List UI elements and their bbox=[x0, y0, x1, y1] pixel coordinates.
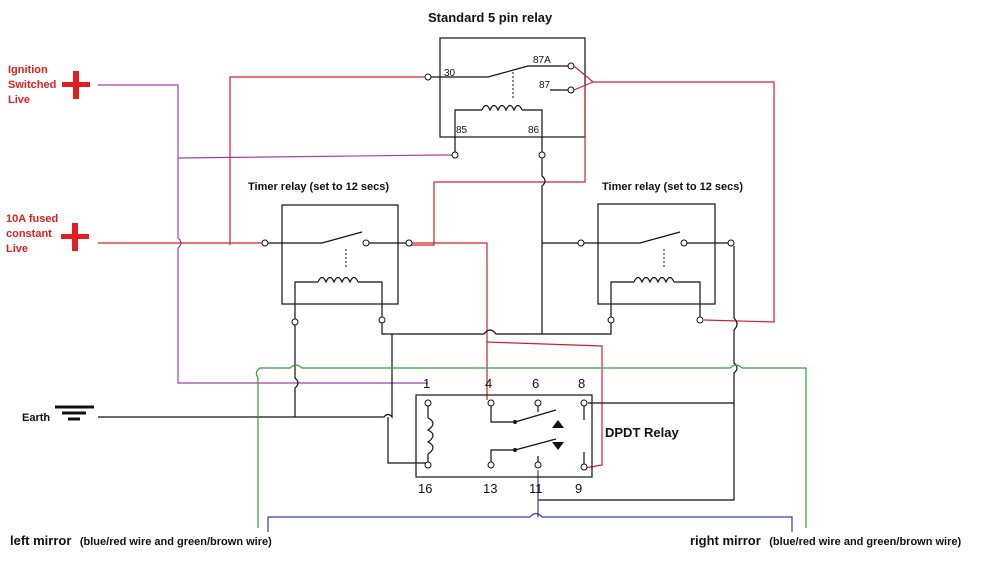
dpdt-pin-11: 11 bbox=[529, 481, 543, 496]
terminal-87 bbox=[567, 86, 575, 94]
left-mirror-wires: (blue/red wire and green/brown wire) bbox=[80, 536, 272, 548]
terminal-30 bbox=[424, 73, 432, 81]
terminal-87a bbox=[567, 62, 575, 70]
dpdt-pin-9: 9 bbox=[575, 481, 582, 496]
left-mirror-label: left mirror bbox=[10, 533, 71, 548]
timer-left-label: Timer relay (set to 12 secs) bbox=[248, 181, 389, 193]
blue-wires bbox=[267, 470, 793, 532]
fused-label-line1: 10A fused bbox=[6, 213, 58, 225]
earth-ground: Earth bbox=[22, 405, 94, 424]
ignition-switched-live-source: Ignition Switched Live bbox=[8, 64, 90, 106]
terminal-85 bbox=[451, 151, 459, 159]
dpdt-relay: 1 4 6 8 16 13 11 9 DPDT Relay bbox=[415, 376, 679, 496]
green-wires bbox=[255, 364, 807, 528]
ground-icon bbox=[55, 405, 94, 421]
timer-right-housing bbox=[597, 203, 716, 305]
right-mirror-caption: right mirror (blue/red wire and green/br… bbox=[690, 532, 962, 549]
timer-right-input-terminal bbox=[577, 239, 585, 247]
timer-right-label: Timer relay (set to 12 secs) bbox=[602, 181, 743, 193]
ignition-label-line3: Live bbox=[8, 94, 30, 106]
standard-5-pin-relay: 30 87A 87 85 86 bbox=[424, 37, 586, 159]
earth-label: Earth bbox=[22, 412, 50, 424]
dpdt-label: DPDT Relay bbox=[605, 425, 679, 440]
dpdt-pin-13: 13 bbox=[483, 481, 497, 496]
fused-label-line3: Live bbox=[6, 243, 28, 255]
dpdt-pin-6: 6 bbox=[532, 376, 539, 391]
ignition-wire bbox=[98, 84, 454, 384]
timer-left-output-terminal bbox=[405, 239, 413, 247]
right-mirror-label: right mirror bbox=[690, 533, 761, 548]
pin-85-label: 85 bbox=[456, 125, 468, 136]
pin-87-label: 87 bbox=[539, 80, 551, 91]
dpdt-housing bbox=[415, 394, 593, 478]
dpdt-pin-1: 1 bbox=[423, 376, 430, 391]
red-wires bbox=[229, 65, 775, 469]
svg-text:right mirror (blue/red w: right mirror (blue/red wire and green/br… bbox=[690, 532, 962, 549]
timer-relay-left: Timer relay (set to 12 secs) bbox=[98, 181, 413, 326]
left-mirror-caption: left mirror (blue/red wire and green/bro… bbox=[10, 532, 272, 549]
ignition-label-line2: Switched bbox=[8, 79, 56, 91]
relay5-housing bbox=[439, 37, 586, 138]
ignition-label-line1: Ignition bbox=[8, 64, 48, 76]
pin-86-label: 86 bbox=[528, 125, 540, 136]
fused-label-line2: constant bbox=[6, 228, 52, 240]
black-wires bbox=[98, 158, 738, 501]
dpdt-pin-16: 16 bbox=[418, 481, 432, 496]
diagram-title: Standard 5 pin relay bbox=[428, 10, 553, 25]
pin-30-label: 30 bbox=[444, 68, 456, 79]
timer-right-output-terminal bbox=[727, 239, 735, 247]
dpdt-pin-8: 8 bbox=[578, 376, 585, 391]
timer-left-housing bbox=[281, 204, 399, 305]
timer-left-input-terminal bbox=[261, 239, 269, 247]
timer-relay-right: Timer relay (set to 12 secs) bbox=[577, 181, 743, 324]
dpdt-pin-4: 4 bbox=[485, 376, 492, 391]
plus-icon bbox=[61, 223, 89, 251]
pin-87a-label: 87A bbox=[533, 55, 551, 66]
right-mirror-wires: (blue/red wire and green/brown wire) bbox=[769, 536, 961, 548]
terminal-86 bbox=[538, 151, 546, 159]
fused-constant-live-source: 10A fused constant Live bbox=[6, 213, 89, 255]
plus-icon bbox=[62, 71, 90, 99]
svg-text:left mirror (blue/red wi: left mirror (blue/red wire and green/bro… bbox=[10, 532, 272, 549]
